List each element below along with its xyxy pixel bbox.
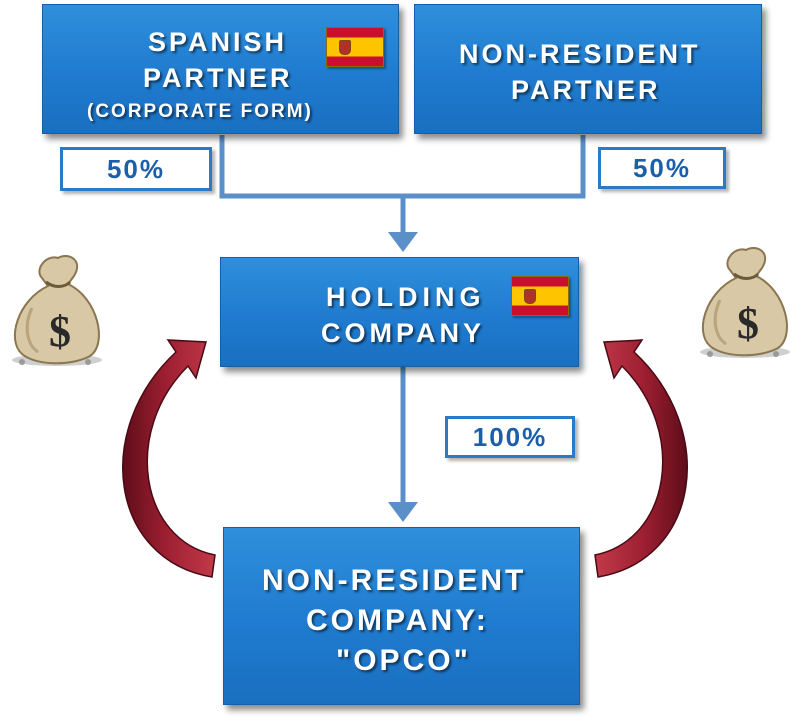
holding-share-label: 100% bbox=[445, 416, 575, 458]
spain-flag-icon bbox=[511, 276, 569, 316]
holding-company-line2: COMPANY bbox=[321, 318, 486, 348]
opco-line1: NON-RESIDENT bbox=[262, 564, 527, 597]
opco-line3: "OPCO" bbox=[336, 644, 471, 677]
svg-text:$: $ bbox=[737, 299, 759, 348]
holding-company-box: HOLDING COMPANY bbox=[220, 257, 579, 367]
left-dividend-arrow bbox=[122, 339, 216, 578]
non-resident-share-label: 50% bbox=[598, 147, 726, 189]
top-connector bbox=[219, 135, 586, 238]
opco-line2: COMPANY: bbox=[306, 604, 489, 637]
non-resident-partner-line1: NON-RESIDENT bbox=[459, 39, 701, 69]
spanish-partner-line3: (CORPORATE FORM) bbox=[87, 101, 313, 122]
money-bag-icon: $ bbox=[700, 247, 790, 358]
right-dividend-arrow bbox=[594, 339, 688, 578]
money-bag-icon: $ bbox=[12, 255, 102, 366]
non-resident-partner-line2: PARTNER bbox=[511, 75, 661, 105]
spain-flag-icon bbox=[326, 27, 384, 67]
spanish-partner-line1: SPANISH bbox=[148, 27, 288, 57]
arrow-head-to-holding bbox=[388, 232, 418, 252]
opco-box: NON-RESIDENT COMPANY: "OPCO" bbox=[223, 527, 580, 705]
svg-text:$: $ bbox=[49, 307, 71, 356]
spanish-share-label: 50% bbox=[60, 147, 212, 191]
spanish-partner-box: SPANISH PARTNER (CORPORATE FORM) bbox=[42, 4, 399, 134]
non-resident-partner-box: NON-RESIDENT PARTNER bbox=[414, 4, 762, 134]
arrow-head-to-opco bbox=[388, 502, 418, 522]
spanish-partner-line2: PARTNER bbox=[143, 63, 293, 93]
holding-company-line1: HOLDING bbox=[326, 282, 486, 312]
